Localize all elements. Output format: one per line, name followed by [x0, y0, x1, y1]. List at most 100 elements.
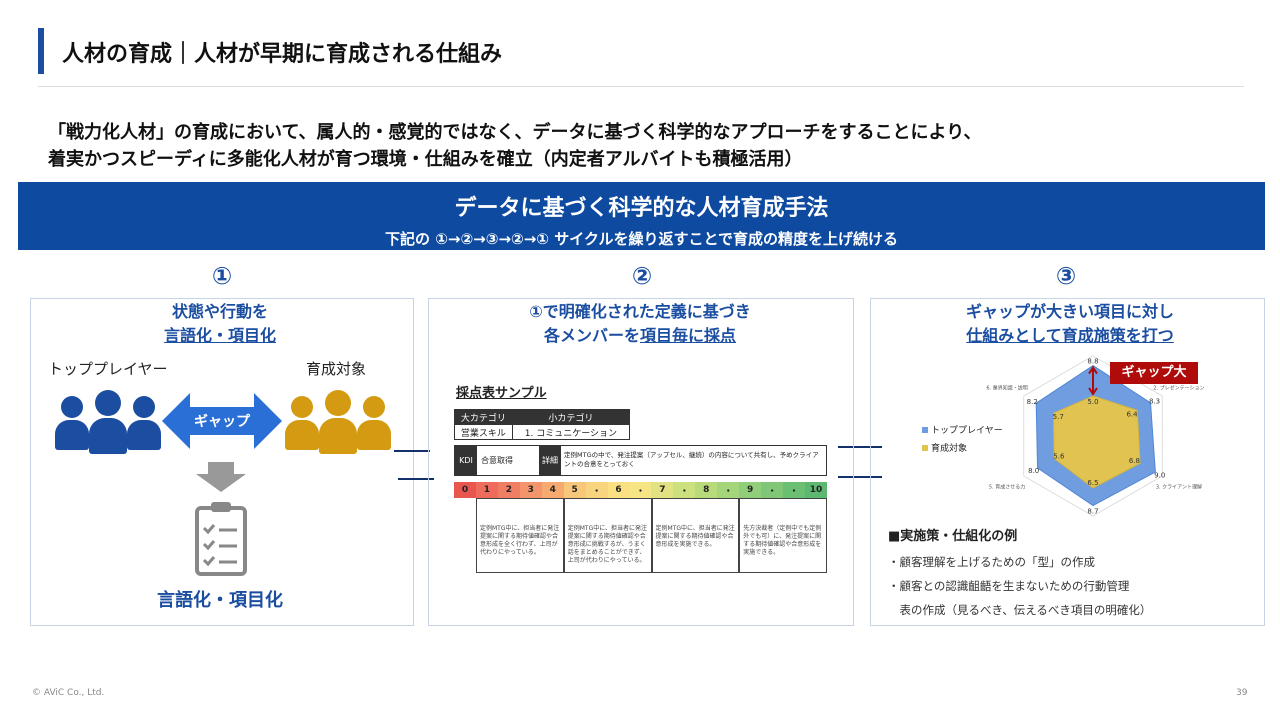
radar-axis-label: 3. クライアント理解	[1156, 484, 1202, 491]
lead-line-1: 「戦力化人材」の育成において、属人的・感覚的ではなく、データに基づく科学的なアプ…	[48, 122, 982, 143]
scale-cell: 0	[454, 482, 476, 498]
scale-cell: 7	[651, 482, 674, 498]
top-player-people-icon	[55, 390, 161, 455]
radar-value-label: 5.7	[1053, 413, 1064, 421]
kdi-row: KDI 合意取得 詳細 定例MTGの中で、発注提案（アップセル、継続）の内容につ…	[454, 445, 827, 476]
top-player-label: トッププレイヤー	[48, 360, 168, 378]
arrow-to-step3	[838, 446, 882, 448]
measures-title: ■実施策・仕組化の例	[888, 529, 1018, 544]
scale-cell: 8	[695, 482, 718, 498]
scale-cell: ・	[783, 482, 805, 498]
step1-head-line2: 言語化・項目化	[163, 326, 276, 345]
radar-value-label: 5.0	[1087, 398, 1098, 406]
scale-cell: 1	[475, 482, 498, 498]
radar-value-label: 6.4	[1126, 410, 1138, 418]
step2-head-line2a: 各メンバーを	[543, 326, 640, 345]
radar-grid	[1023, 355, 1163, 517]
radar-axis-label: 2. プレゼンテーション	[1153, 384, 1204, 391]
step1-bottom-label: 言語化・項目化	[157, 590, 283, 611]
desc-level-2: 定例MTG中に、担当者に発注提案に関する期待値確認や合意形成に挑戦するが、うまく…	[563, 498, 652, 573]
step2-head-line1: ①で明確化された定義に基づき	[529, 302, 751, 321]
divider	[38, 86, 1244, 87]
step3-head-line1: ギャップが大きい項目に対し	[965, 302, 1174, 321]
scale-cell: 2	[497, 482, 520, 498]
desc-level-4: 先方決裁者（定例中でも定例外でも可）に、発注提案に関する期待値確認や合意形成を実…	[739, 498, 827, 573]
step1-head-line1: 状態や行動を	[171, 302, 268, 321]
step3-head-line2: 仕組みとして育成施策を打つ	[966, 326, 1174, 345]
legend-label-top: トッププレイヤー	[931, 426, 1003, 436]
step1-heading: 状態や行動を 言語化・項目化	[120, 300, 320, 348]
gap-arrowheads	[1088, 365, 1098, 396]
banner-title: データに基づく科学的な人材育成手法	[454, 196, 829, 221]
desc-level-3: 定例MTG中に、担当者に発注提案に関する期待値確認や合意形成を実施できる。	[651, 498, 740, 573]
radar-axis-label: 5. 育成させる力	[989, 484, 1025, 491]
radar-value-label: 5.6	[1053, 453, 1065, 461]
radar-value-label: 6.8	[1129, 457, 1140, 465]
radar-value-label: 8.0	[1028, 467, 1039, 475]
kdi-label: KDI	[455, 446, 477, 475]
panel-step3	[870, 298, 1265, 626]
cat-minor-value: 1. コミュニケーション	[511, 424, 631, 440]
gap-label: ギャップ	[194, 414, 250, 430]
scale-cell: ・	[585, 482, 608, 498]
step3-number: ③	[1036, 262, 1096, 290]
measure-item: 表の作成（見るべき、伝えるべき項目の明確化）	[888, 603, 1152, 617]
page-title: 人材の育成｜人材が早期に育成される仕組み	[62, 42, 503, 67]
arrow-to-step2	[394, 450, 430, 452]
checklist-icon	[195, 502, 247, 576]
scale-cell: 5	[563, 482, 586, 498]
gap-big-badge: ギャップ大	[1110, 362, 1198, 384]
kdi-value: 合意取得	[481, 456, 513, 465]
banner-subtitle: 下記の ①→②→③→②→① サイクルを繰り返すことで育成の精度を上げ続ける	[384, 230, 899, 248]
sheet-title: 採点表サンプル	[456, 386, 547, 401]
scale-cell: ・	[629, 482, 652, 498]
scale-cell: 4	[541, 482, 564, 498]
scale-cell: 10	[805, 482, 827, 498]
measures-list: ・顧客理解を上げるための「型」の作成 ・顧客との認識齟齬を生まないための行動管理…	[888, 550, 1151, 622]
scale-cell: ・	[717, 482, 740, 498]
arrow-to-step1	[398, 478, 434, 480]
radar-value-label: 8.8	[1087, 358, 1098, 366]
score-descriptions: 定例MTG中に、担当者に発注提案に関する期待値確認や合意形成を全く行わず、上司が…	[476, 498, 827, 573]
page-number: 39	[1236, 688, 1248, 698]
cat-major-value: 営業スキル	[454, 424, 513, 440]
scale-cell: ・	[673, 482, 696, 498]
down-arrow-icon	[196, 462, 246, 492]
step2-head-line2b: 項目毎に採点	[640, 326, 737, 345]
lead-line-2: 着実かつスピーディに多能化人材が育つ環境・仕組みを確立（内定者アルバイトも積極活…	[48, 149, 803, 170]
panel-step2	[428, 298, 854, 626]
title-accent	[38, 28, 44, 74]
step3-heading: ギャップが大きい項目に対し 仕組みとして育成施策を打つ	[925, 300, 1215, 348]
step1-number: ①	[192, 262, 252, 290]
panel-step1	[30, 298, 414, 626]
scale-cell: ・	[761, 482, 784, 498]
gap-double-arrow: ギャップ	[162, 393, 282, 449]
legend-swatch-blue	[922, 427, 928, 433]
legend-target: 育成対象	[922, 441, 967, 454]
cat-header-minor: 小カテゴリ	[511, 409, 631, 425]
step2-heading: ①で明確化された定義に基づき 各メンバーを項目毎に採点	[480, 300, 800, 348]
legend-top-player: トッププレイヤー	[922, 423, 1003, 436]
method-banner: データに基づく科学的な人材育成手法 下記の ①→②→③→②→① サイクルを繰り返…	[18, 182, 1265, 250]
target-people-icon	[285, 390, 391, 455]
radar-value-label: 8.2	[1027, 398, 1038, 406]
arrow-back-to-step2	[838, 476, 882, 478]
measure-item: ・顧客理解を上げるための「型」の作成	[888, 555, 1095, 569]
step2-number: ②	[612, 262, 672, 290]
radar-axis-label: 6. 業界知識・説明	[986, 384, 1027, 391]
scale-cell: 9	[739, 482, 762, 498]
cat-header-major: 大カテゴリ	[454, 409, 513, 425]
copyright: © AViC Co., Ltd.	[32, 688, 105, 698]
legend-swatch-yellow	[922, 445, 928, 451]
detail-label: 詳細	[539, 446, 561, 475]
radar-value-label: 9.0	[1154, 472, 1165, 480]
scale-cell: 3	[519, 482, 542, 498]
radar-value-label: 8.3	[1149, 397, 1160, 405]
radar-value-label: 8.7	[1087, 507, 1098, 515]
target-label: 育成対象	[306, 360, 367, 378]
desc-level-1: 定例MTG中に、担当者に発注提案に関する期待値確認や合意形成を全く行わず、上司が…	[476, 498, 564, 573]
measure-item: ・顧客との認識齟齬を生まないための行動管理	[888, 579, 1130, 593]
